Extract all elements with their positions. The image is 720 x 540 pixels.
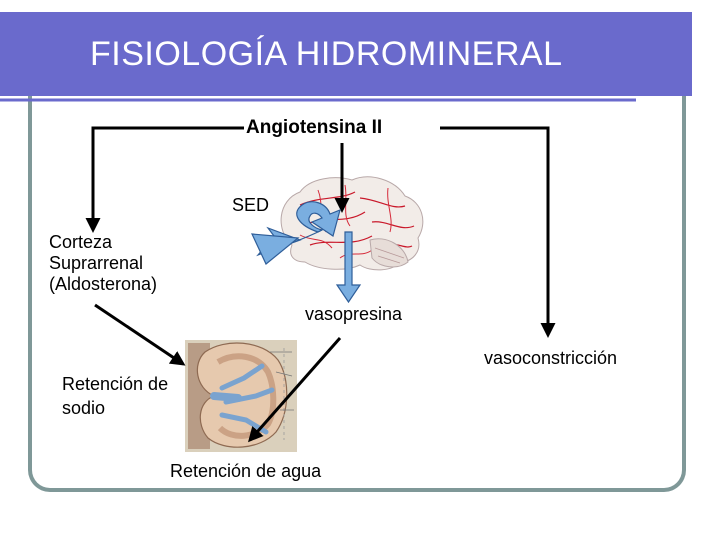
node-angiotensin: Angiotensina II (246, 117, 383, 138)
sodium-line-1: Retención de (62, 374, 169, 394)
node-vasopressin: vasopresina (305, 304, 403, 324)
adrenal-line-1: Corteza (49, 232, 113, 252)
arrow-vasopressin-to-water (248, 337, 342, 443)
content-frame (28, 96, 686, 492)
node-thirst: SED (232, 195, 270, 215)
arrow-angiotensin-to-vasoconstriction (440, 126, 556, 338)
node-water-retention: Retención de agua (170, 461, 322, 481)
thirst-arrowhead (251, 233, 300, 265)
adrenal-line-3: (Aldosterona) (49, 274, 158, 294)
arrow-angiotensin-to-adrenal (85, 126, 244, 233)
node-adrenal: Corteza Suprarrenal (Aldosterona) (49, 232, 157, 295)
node-sodium-retention: Retención de sodio (62, 372, 168, 420)
arrow-aldosterone-to-kidney (94, 303, 186, 366)
slide-title: FISIOLOGÍA HIDROMINERAL (90, 35, 563, 73)
vasopressin-blue-arrow (335, 231, 362, 304)
sodium-line-2: sodio (62, 398, 106, 418)
kidney-illustration (185, 340, 297, 452)
title-bar (0, 12, 692, 96)
node-vasoconstriction: vasoconstricción (484, 348, 618, 368)
adrenal-line-2: Suprarrenal (49, 253, 144, 273)
